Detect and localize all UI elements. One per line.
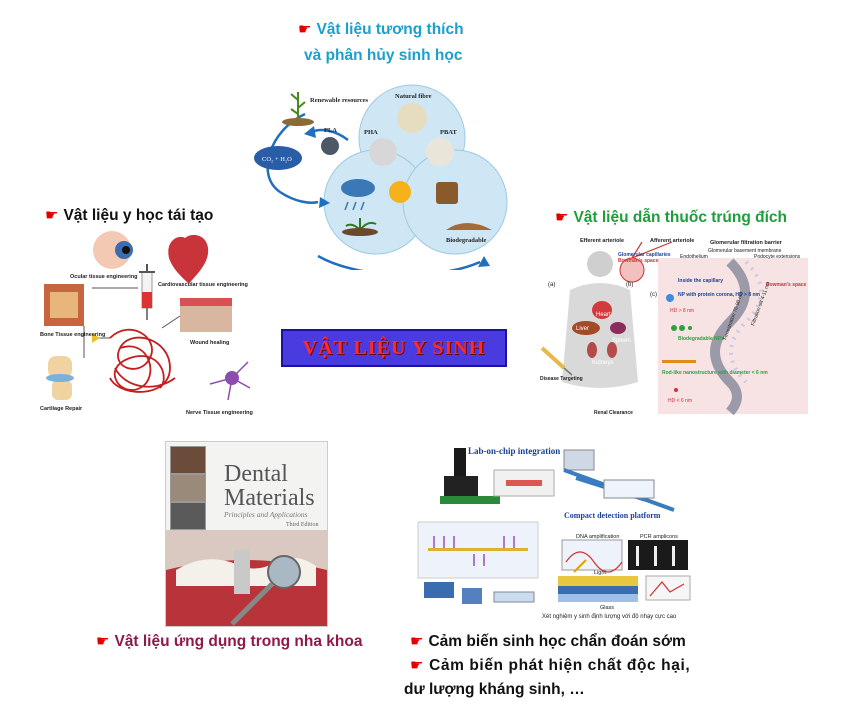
label-natural-fibre: Natural fibre <box>395 93 432 100</box>
label-pbat: PBAT <box>440 129 458 136</box>
label-ocular: Ocular tissue engineering <box>70 274 138 280</box>
label-spleen: Spleen <box>612 338 631 344</box>
label-pla: PLA <box>324 127 337 134</box>
pointing-hand-icon: ☛ <box>555 209 569 226</box>
label-disease: Disease Targeting <box>540 376 583 382</box>
drug-delivery-diagram: Efferent arteriole Afferent arteriole Gl… <box>540 238 808 416</box>
center-title-box: VẬT LIỆU Y SINH <box>281 329 507 367</box>
center-title: VẬT LIỆU Y SINH <box>302 336 486 359</box>
lab-on-chip-title: Lab-on-chip integration <box>468 446 560 456</box>
label-filtration: Glomerular filtration barrier <box>710 240 783 246</box>
sensor-caption: Xét nghiệm y sinh định lượng với độ nhạy… <box>542 614 677 620</box>
label-renewable: Renewable resources <box>310 97 369 104</box>
label-podocyte: Podocyte extensions <box>754 254 801 260</box>
label-endothelium: Endothelium <box>680 254 708 260</box>
label-pcr-amplicons: PCR amplicons <box>640 534 678 540</box>
label-gbm: Glomerular basement membrane <box>708 248 782 254</box>
book-subtitle: Principles and Applications <box>224 510 308 519</box>
book-title: Dental Materials <box>224 461 315 511</box>
label-nerve: Nerve Tissue engineering <box>186 410 253 416</box>
sensor-heading-3: dư lượng kháng sinh, … <box>404 681 585 698</box>
drug-delivery-heading: ☛Vật liệu dẫn thuốc trúng đích <box>555 209 788 226</box>
pointing-hand-icon: ☛ <box>410 657 425 674</box>
label-co2: CO₂ + H₂O <box>262 156 292 163</box>
book-thumbnail <box>170 446 206 474</box>
label-efferent: Efferent arteriole <box>580 238 624 244</box>
label-biodegradable: Biodegradable <box>446 237 487 244</box>
label-pha: PHA <box>364 129 378 136</box>
biosensor-diagram: Lab-on-chip integration Compact detectio… <box>414 440 696 620</box>
sensor-heading-2: ☛Cảm biến phát hiện chất độc hại, <box>410 657 691 674</box>
label-light: Light <box>594 570 606 576</box>
label-c: (c) <box>650 292 657 298</box>
label-liver: Liver <box>576 326 589 332</box>
book-thumbnail <box>170 474 206 502</box>
compact-platform-title: Compact detection platform <box>564 511 661 520</box>
label-renal: Renal Clearance <box>594 410 633 416</box>
book-thumbnail <box>170 502 206 530</box>
label-cardio: Cardiovascular tissue engineering <box>158 282 248 288</box>
biodegradable-heading: ☛Vật liệu tương thích <box>298 21 464 38</box>
biodegradable-heading-line2: và phân hủy sinh học <box>304 47 463 64</box>
computer-icon <box>563 449 595 471</box>
label-glomerular: Glomerular capillaries <box>618 252 671 258</box>
label-hd6: HD < 6 nm <box>668 398 692 404</box>
label-wound: Wound healing <box>190 340 229 346</box>
biodegradable-cycle-diagram: Renewable resources PLA CO₂ + H₂O Natura… <box>254 84 508 270</box>
dental-mirror-icon <box>267 555 301 589</box>
sun-icon <box>389 181 411 203</box>
label-heart: Heart <box>596 312 611 318</box>
label-afferent: Afferent arteriole <box>650 238 694 244</box>
label-glass: Glass <box>600 605 614 611</box>
label-dna-amplification: DNA amplification <box>576 534 619 540</box>
pointing-hand-icon: ☛ <box>410 633 424 650</box>
label-bone: Bone Tissue engineering <box>40 332 105 338</box>
label-bowman: Bowman's space <box>618 258 659 264</box>
label-bowman2: Bowman's space <box>766 282 807 288</box>
label-cartilage: Cartilage Repair <box>40 406 83 412</box>
label-inside: Inside the capillary <box>678 278 723 284</box>
dental-implant-image <box>166 530 327 626</box>
dental-heading: ☛Vật liệu ứng dụng trong nha khoa <box>96 633 363 650</box>
compost-bag-icon <box>436 182 458 204</box>
pointing-hand-icon: ☛ <box>96 633 110 650</box>
label-np-protein: NP with protein corona, HD > 8 nm <box>678 292 761 298</box>
label-rod: Rod-like nanostructure with diameter < 6… <box>662 370 768 376</box>
label-kidneys: Kidneys <box>592 360 613 366</box>
regenerative-diagram: Ocular tissue engineering Cardiovascular… <box>40 231 253 416</box>
label-a: (a) <box>548 282 555 288</box>
label-b: (b) <box>626 282 633 288</box>
book-edition: Third Edition <box>286 522 319 528</box>
regenerative-heading: ☛Vật liệu y học tái tạo <box>45 207 214 224</box>
label-hd8: HD > 8 nm <box>670 308 694 314</box>
pointing-hand-icon: ☛ <box>45 207 59 224</box>
sensor-heading-1: ☛Cảm biến sinh học chẩn đoán sớm <box>410 633 686 650</box>
pointing-hand-icon: ☛ <box>298 21 312 38</box>
dental-materials-book-cover: Dental Materials Principles and Applicat… <box>165 441 328 627</box>
label-bio-nps: Biodegradable NPs <box>678 336 724 342</box>
